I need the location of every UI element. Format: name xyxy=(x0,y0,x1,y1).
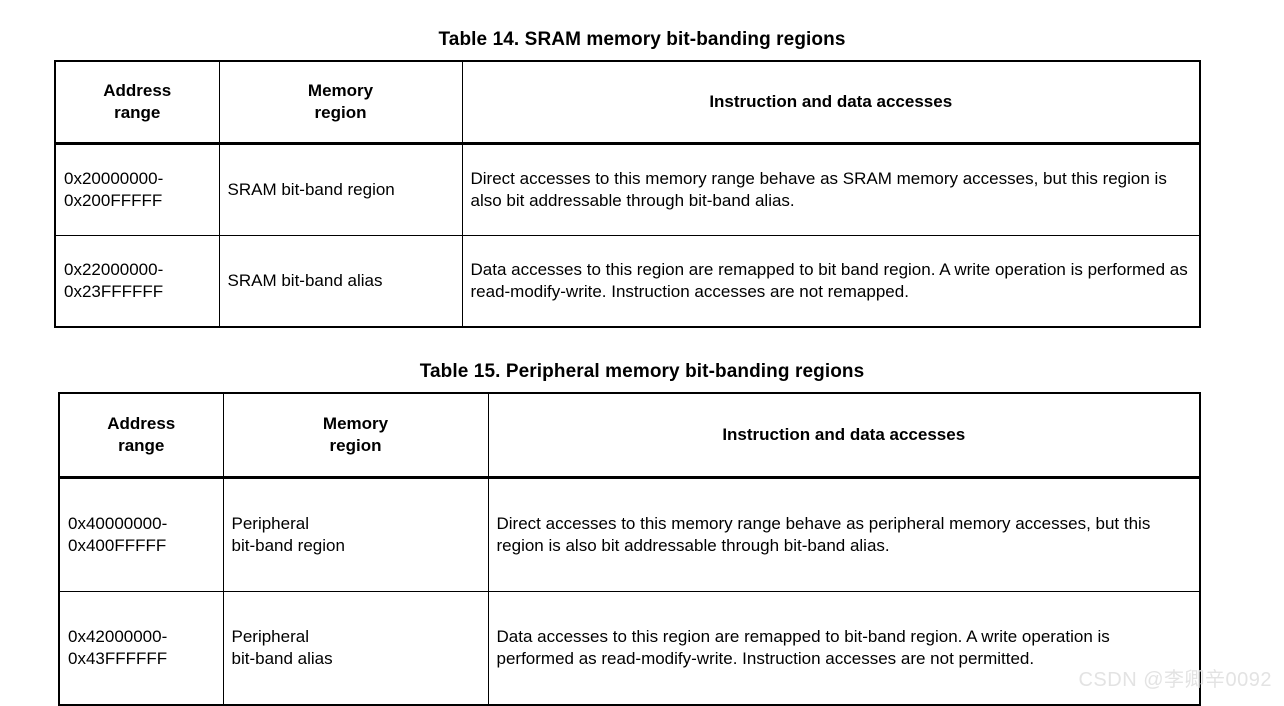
column-header-memory-region: Memory region xyxy=(222,392,489,479)
table-14: Address range Memory region Instruction … xyxy=(54,60,1201,328)
cell-memory-region: Peripheral bit-band region xyxy=(222,477,489,592)
column-header-accesses: Instruction and data accesses xyxy=(487,392,1201,479)
cell-accesses: Direct accesses to this memory range beh… xyxy=(487,477,1201,592)
cell-memory-region: Peripheral bit-band alias xyxy=(222,591,489,706)
cell-address-range: 0x20000000- 0x200FFFFF xyxy=(54,143,220,236)
column-header-address-range: Address range xyxy=(54,60,220,145)
table-14-title: Table 14. SRAM memory bit-banding region… xyxy=(438,29,846,50)
cell-accesses: Direct accesses to this memory range beh… xyxy=(461,143,1201,236)
table-14-header: Address range Memory region Instruction … xyxy=(54,60,1201,145)
table-15-container: Address range Memory region Instruction … xyxy=(58,392,1201,706)
table-15-header: Address range Memory region Instruction … xyxy=(58,392,1201,479)
table-header-row: Address range Memory region Instruction … xyxy=(54,60,1201,145)
table-header-row: Address range Memory region Instruction … xyxy=(58,392,1201,479)
cell-address-range: 0x42000000- 0x43FFFFFF xyxy=(58,591,224,706)
cell-address-range: 0x40000000- 0x400FFFFF xyxy=(58,477,224,592)
table-15-body: 0x40000000- 0x400FFFFF Peripheral bit-ba… xyxy=(58,477,1201,706)
cell-memory-region: SRAM bit-band region xyxy=(218,143,463,236)
column-header-memory-region: Memory region xyxy=(218,60,463,145)
csdn-watermark: CSDN @李卿辛0092 xyxy=(1078,669,1272,691)
table-15-title: Table 15. Peripheral memory bit-banding … xyxy=(419,361,865,382)
table-15: Address range Memory region Instruction … xyxy=(58,392,1201,706)
table-row: 0x42000000- 0x43FFFFFF Peripheral bit-ba… xyxy=(58,591,1201,706)
column-header-accesses: Instruction and data accesses xyxy=(461,60,1201,145)
cell-accesses: Data accesses to this region are remappe… xyxy=(487,591,1201,706)
table-14-container: Address range Memory region Instruction … xyxy=(54,60,1201,328)
column-header-address-range: Address range xyxy=(58,392,224,479)
table-row: 0x22000000- 0x23FFFFFF SRAM bit-band ali… xyxy=(54,235,1201,328)
table-14-body: 0x20000000- 0x200FFFFF SRAM bit-band reg… xyxy=(54,143,1201,328)
table-row: 0x40000000- 0x400FFFFF Peripheral bit-ba… xyxy=(58,477,1201,592)
cell-memory-region: SRAM bit-band alias xyxy=(218,235,463,328)
table-row: 0x20000000- 0x200FFFFF SRAM bit-band reg… xyxy=(54,143,1201,236)
cell-address-range: 0x22000000- 0x23FFFFFF xyxy=(54,235,220,328)
cell-accesses: Data accesses to this region are remappe… xyxy=(461,235,1201,328)
